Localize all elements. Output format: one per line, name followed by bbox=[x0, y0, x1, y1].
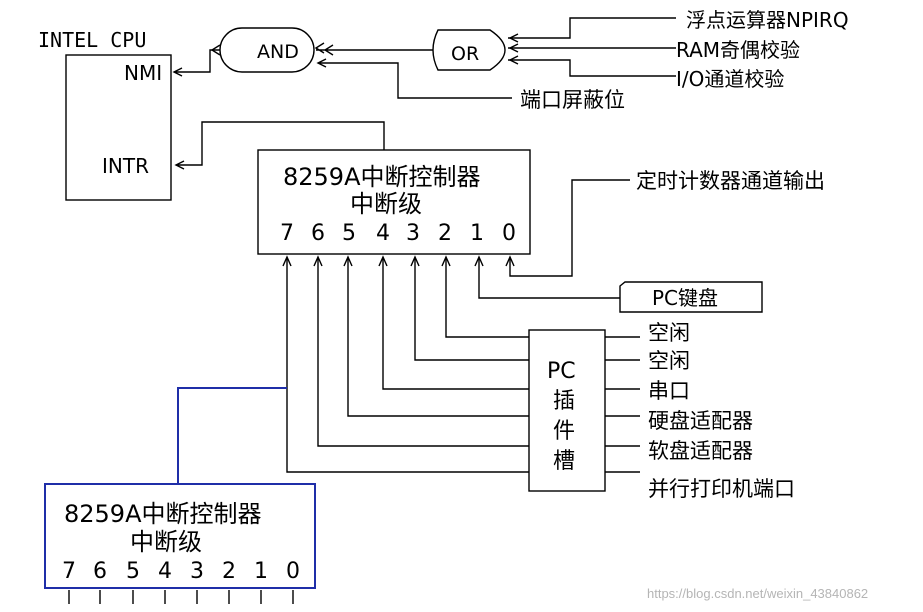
master-level-7: 7 bbox=[280, 221, 294, 246]
pc-slot-box bbox=[528, 329, 606, 492]
master-pic-subtitle: 中断级 bbox=[350, 190, 422, 218]
and-gate bbox=[219, 27, 315, 73]
slave-level-1: 1 bbox=[254, 559, 268, 584]
slave-level-2: 2 bbox=[222, 559, 236, 584]
keyboard-label: PC键盘 bbox=[652, 286, 718, 310]
or-input-arrows bbox=[508, 33, 519, 65]
slave-cascade-wire bbox=[177, 387, 287, 484]
keyboard-box bbox=[619, 281, 763, 313]
nmi-source-ram-parity: RAM奇偶校验 bbox=[676, 38, 800, 62]
slave-level-4: 4 bbox=[158, 559, 172, 584]
slot-wire-level-6 bbox=[317, 258, 529, 447]
slave-pic-box bbox=[44, 483, 316, 589]
mask-to-and-wire bbox=[316, 58, 512, 99]
master-level-4: 4 bbox=[376, 221, 390, 246]
slot-device-idle-2: 空闲 bbox=[648, 349, 690, 373]
and-to-nmi-wire bbox=[172, 49, 220, 77]
pc-slot-label-3: 槽 bbox=[553, 449, 575, 474]
pc-slot-label-2: 件 bbox=[553, 419, 575, 444]
slave-input-stubs bbox=[68, 590, 294, 604]
nmi-source-wire-0 bbox=[508, 17, 676, 39]
slave-pic-title: 8259A中断控制器 bbox=[64, 500, 262, 528]
slave-level-3: 3 bbox=[190, 559, 204, 584]
pc-slot-label-1: 插 bbox=[553, 389, 575, 414]
master-level-5: 5 bbox=[342, 221, 356, 246]
slot-wire-level-7 bbox=[286, 258, 529, 473]
or-gate bbox=[432, 29, 506, 71]
master-pic-title: 8259A中断控制器 bbox=[283, 163, 481, 191]
slot-wire-level-5 bbox=[347, 258, 529, 417]
slot-wire-level-3 bbox=[414, 258, 529, 361]
slave-pic-levels: 7 6 5 4 3 2 1 0 bbox=[62, 559, 300, 584]
slave-level-0: 0 bbox=[286, 559, 300, 584]
slot-wire-level-2 bbox=[445, 258, 529, 338]
slave-level-5: 5 bbox=[126, 559, 140, 584]
keyboard-wire bbox=[478, 258, 620, 299]
slot-device-serial: 串口 bbox=[648, 379, 690, 403]
slave-level-6: 6 bbox=[93, 559, 107, 584]
nmi-source-io-check: I/O通道校验 bbox=[676, 67, 784, 91]
nmi-source-wire-2 bbox=[508, 59, 676, 77]
master-pic-box bbox=[257, 149, 531, 255]
master-pic-levels: 7 6 5 4 3 2 1 0 bbox=[280, 221, 516, 246]
and-input-dots bbox=[210, 44, 221, 56]
pc-slot-label-pc: PC bbox=[547, 359, 576, 384]
slave-pic-subtitle: 中断级 bbox=[130, 528, 202, 556]
slot-device-wires bbox=[605, 336, 640, 473]
timer-wire bbox=[509, 179, 630, 277]
pic-to-intr-wire bbox=[174, 121, 385, 170]
port-mask-label: 端口屏蔽位 bbox=[520, 88, 625, 112]
master-level-2: 2 bbox=[438, 221, 452, 246]
slot-device-printer: 并行打印机端口 bbox=[648, 477, 795, 501]
master-level-0: 0 bbox=[502, 221, 516, 246]
or-gate-label: OR bbox=[451, 43, 479, 65]
and-gate-label: AND bbox=[257, 41, 299, 63]
master-level-3: 3 bbox=[406, 221, 420, 246]
slot-device-idle-1: 空闲 bbox=[648, 321, 690, 345]
slave-level-7: 7 bbox=[62, 559, 76, 584]
master-input-arrows bbox=[282, 255, 515, 267]
slot-device-hdd: 硬盘适配器 bbox=[648, 409, 753, 433]
master-level-1: 1 bbox=[470, 221, 484, 246]
timer-output-label: 定时计数器通道输出 bbox=[636, 169, 825, 193]
slot-device-fdd: 软盘适配器 bbox=[648, 439, 753, 463]
master-level-6: 6 bbox=[311, 221, 325, 246]
watermark: https://blog.csdn.net/weixin_43840862 bbox=[647, 586, 868, 601]
cpu-nmi-label: NMI bbox=[124, 61, 162, 85]
or-to-and-wire bbox=[314, 42, 433, 56]
nmi-source-fpu: 浮点运算器NPIRQ bbox=[686, 8, 849, 32]
cpu-box bbox=[65, 54, 172, 201]
cpu-intr-label: INTR bbox=[102, 154, 149, 178]
cpu-title: INTEL CPU bbox=[38, 28, 146, 52]
slot-wire-level-4 bbox=[382, 258, 529, 390]
